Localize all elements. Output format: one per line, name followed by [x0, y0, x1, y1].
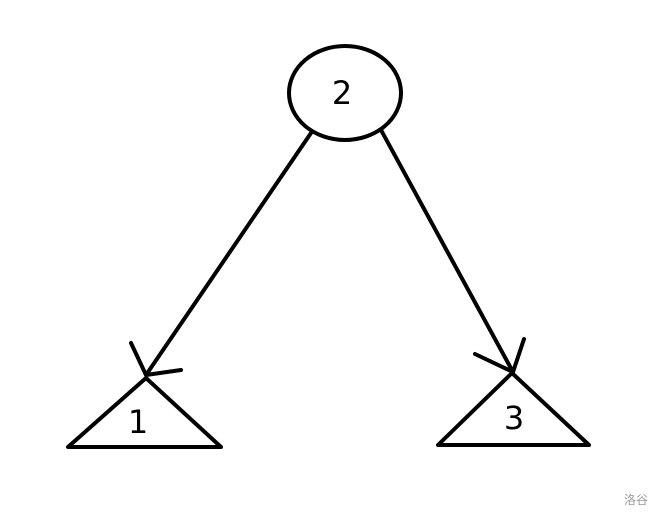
arrowhead-left — [129, 341, 183, 377]
right-subtree-triangle — [436, 371, 591, 447]
root-node-label: 2 — [332, 74, 352, 112]
left-subtree-triangle — [66, 376, 223, 449]
edge-root-to-right — [379, 128, 515, 374]
right-node-label: 3 — [504, 399, 524, 437]
watermark: 洛谷 — [624, 493, 649, 507]
left-node-label: 1 — [128, 403, 148, 441]
edge-root-to-left — [144, 131, 313, 377]
root-node-ellipse — [287, 44, 403, 142]
